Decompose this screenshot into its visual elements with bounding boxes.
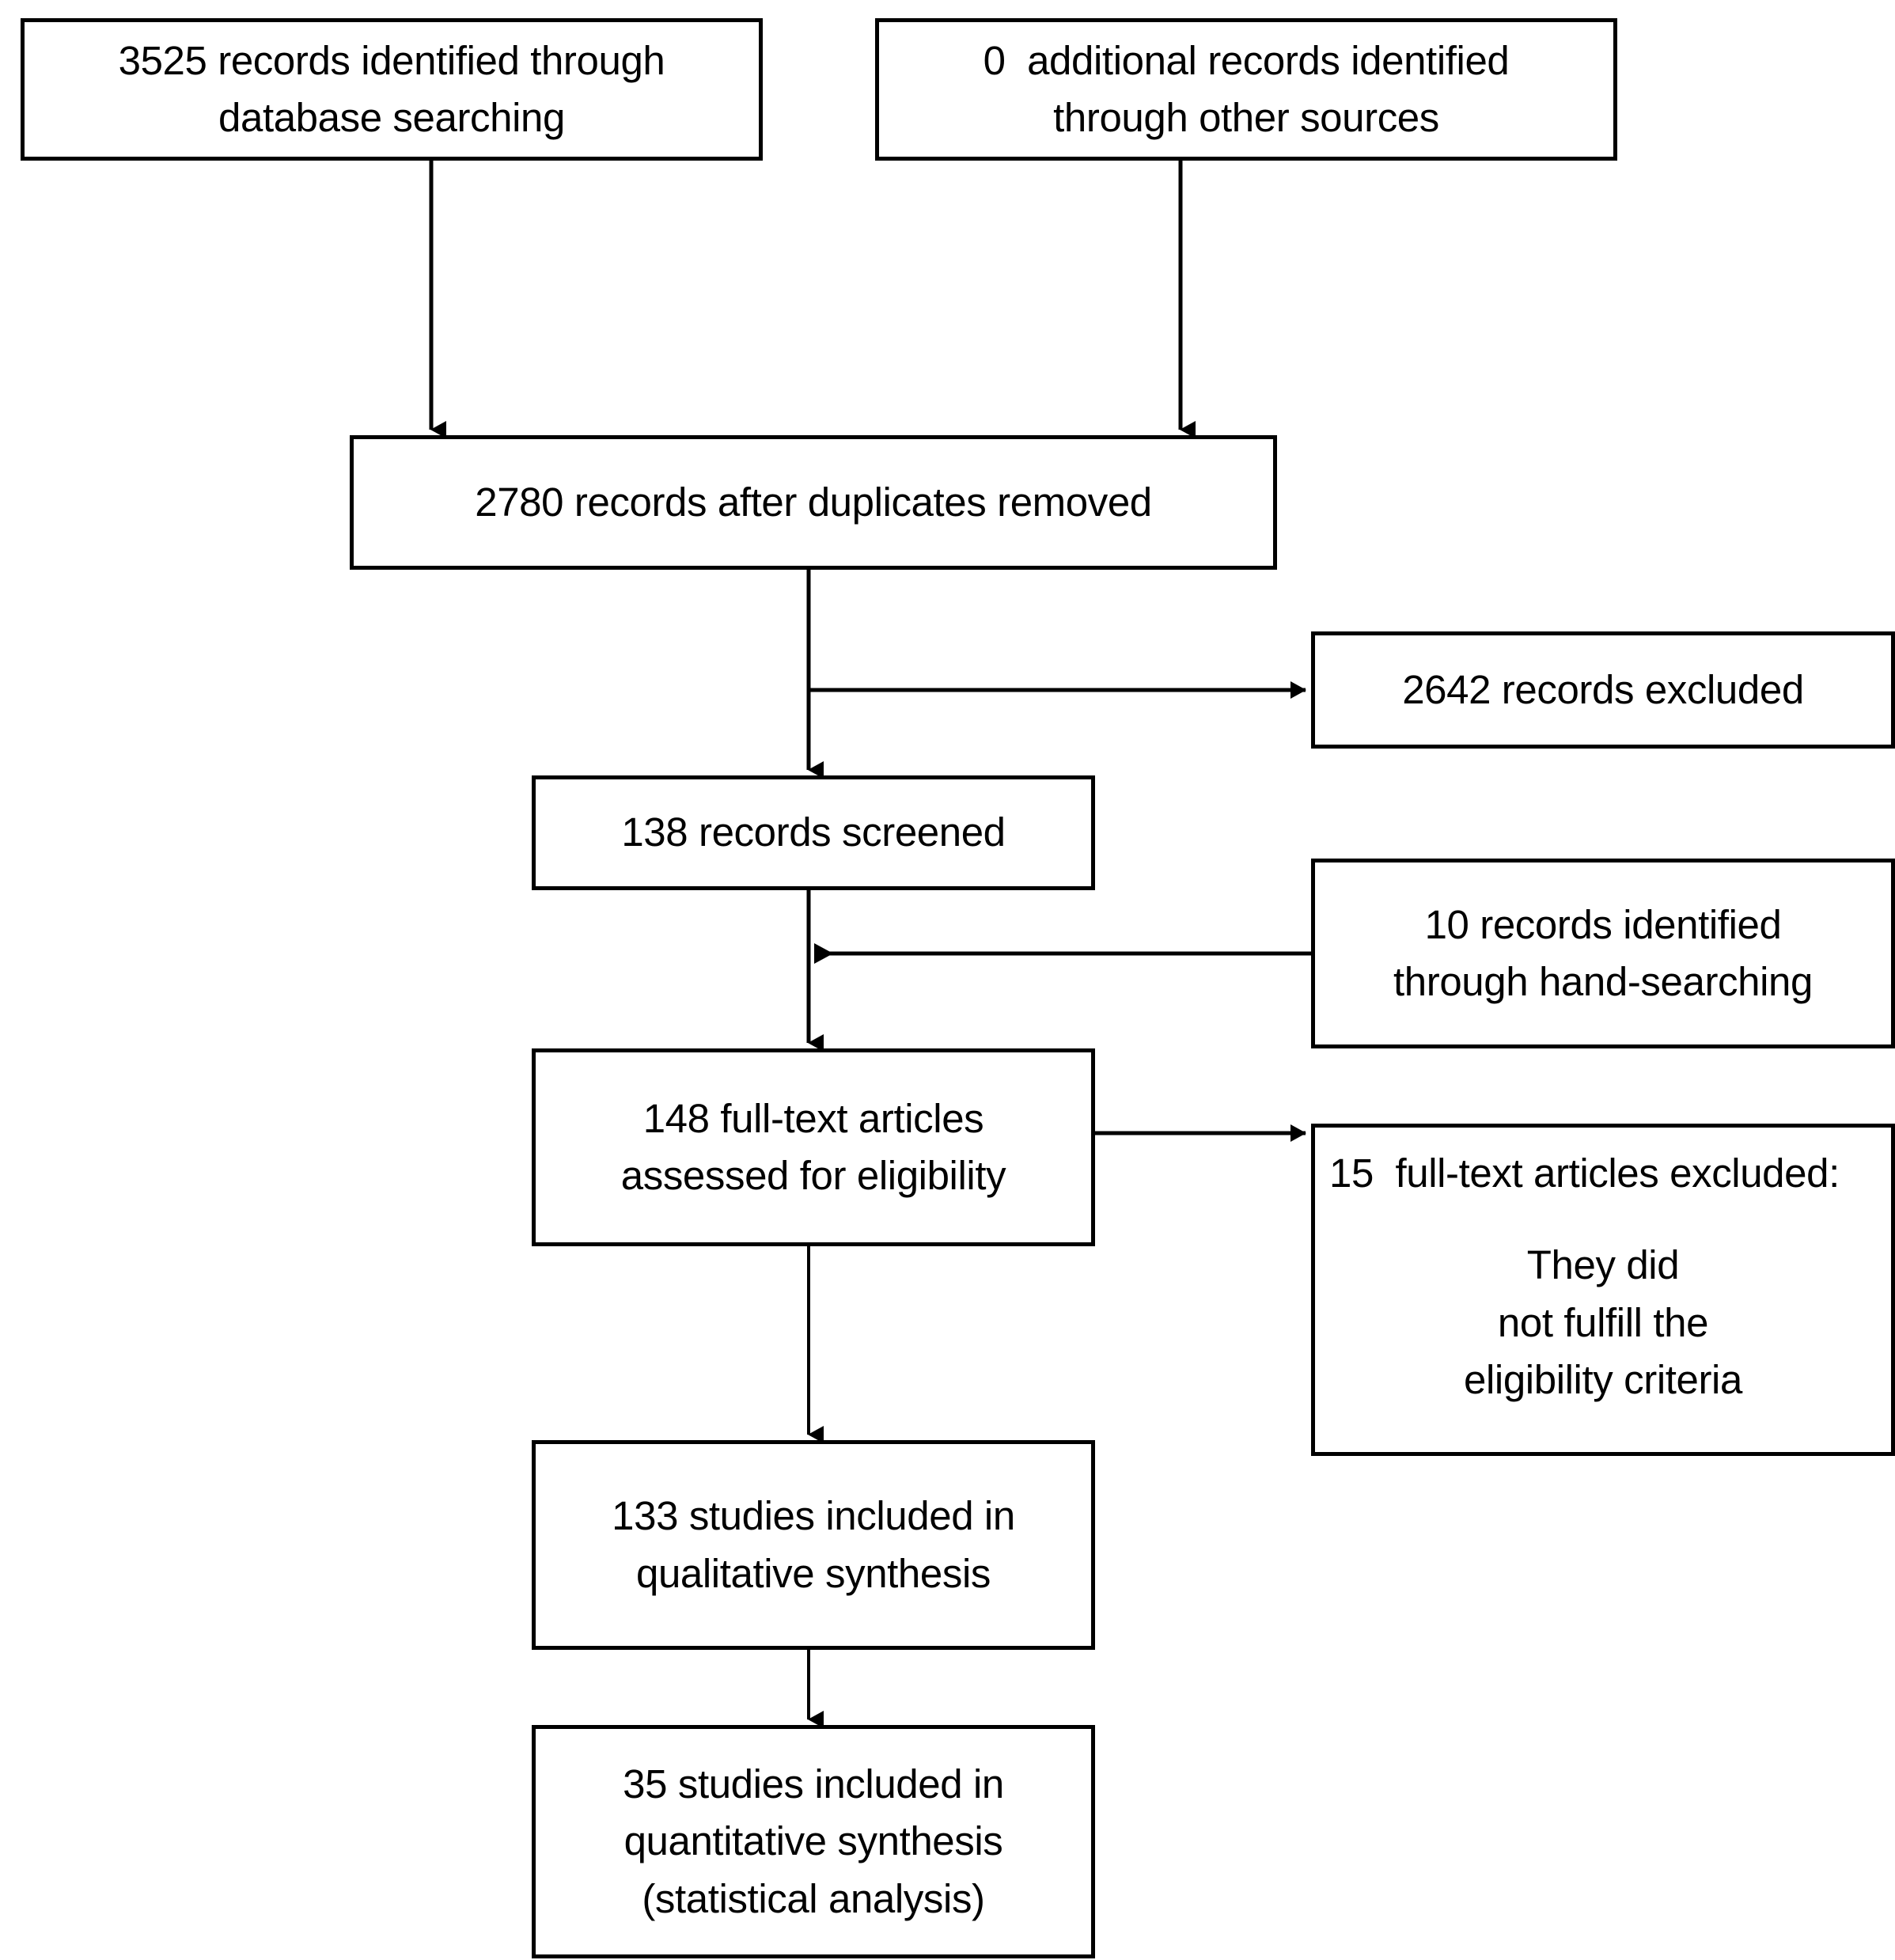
box-line-header: 15 full-text articles excluded: [1329,1151,1840,1196]
box-records-identified-database-searching: 3525 records identified through database… [21,18,763,161]
box-additional-records-other-sources: 0 additional records identified through … [875,18,1617,161]
box-line: quantitative synthesis [623,1818,1003,1864]
box-records-excluded: 2642 records excluded [1311,631,1895,749]
box-line: 2642 records excluded [1402,666,1804,712]
box-line: 0 additional records identified [983,37,1510,83]
box-full-text-articles-excluded: 15 full-text articles excluded: They did… [1311,1124,1895,1456]
box-line: 148 full-text articles [642,1095,984,1141]
box-studies-included-qualitative-synthesis: 133 studies included in qualitative synt… [532,1440,1095,1650]
box-records-identified-hand-searching: 10 records identified through hand-searc… [1311,859,1895,1048]
box-full-text-articles-assessed: 148 full-text articles assessed for elig… [532,1048,1095,1246]
box-line: through other sources [1053,95,1439,140]
box-line: qualitative synthesis [635,1550,991,1596]
exclusion-reason-block: They did not fulfill the eligibility cri… [1464,1237,1742,1408]
box-line: not fulfill the [1497,1299,1709,1345]
box-line: eligibility criteria [1464,1357,1742,1403]
box-line: through hand-searching [1393,959,1813,1004]
box-line: 3525 records identified through [118,37,665,83]
box-line: 133 studies included in [612,1493,1015,1539]
box-line: They did [1526,1242,1680,1288]
box-line: 35 studies included in [623,1761,1004,1806]
box-line: (statistical analysis) [642,1875,985,1921]
box-line: 138 records screened [621,809,1006,855]
box-line: database searching [218,95,565,140]
box-line: assessed for eligibility [620,1153,1006,1198]
box-line: 2780 records after duplicates removed [475,479,1152,525]
box-records-after-duplicates-removed: 2780 records after duplicates removed [350,435,1277,570]
box-line: 10 records identified [1424,901,1782,947]
box-records-screened: 138 records screened [532,775,1095,890]
box-studies-included-quantitative-synthesis: 35 studies included in quantitative synt… [532,1725,1095,1958]
